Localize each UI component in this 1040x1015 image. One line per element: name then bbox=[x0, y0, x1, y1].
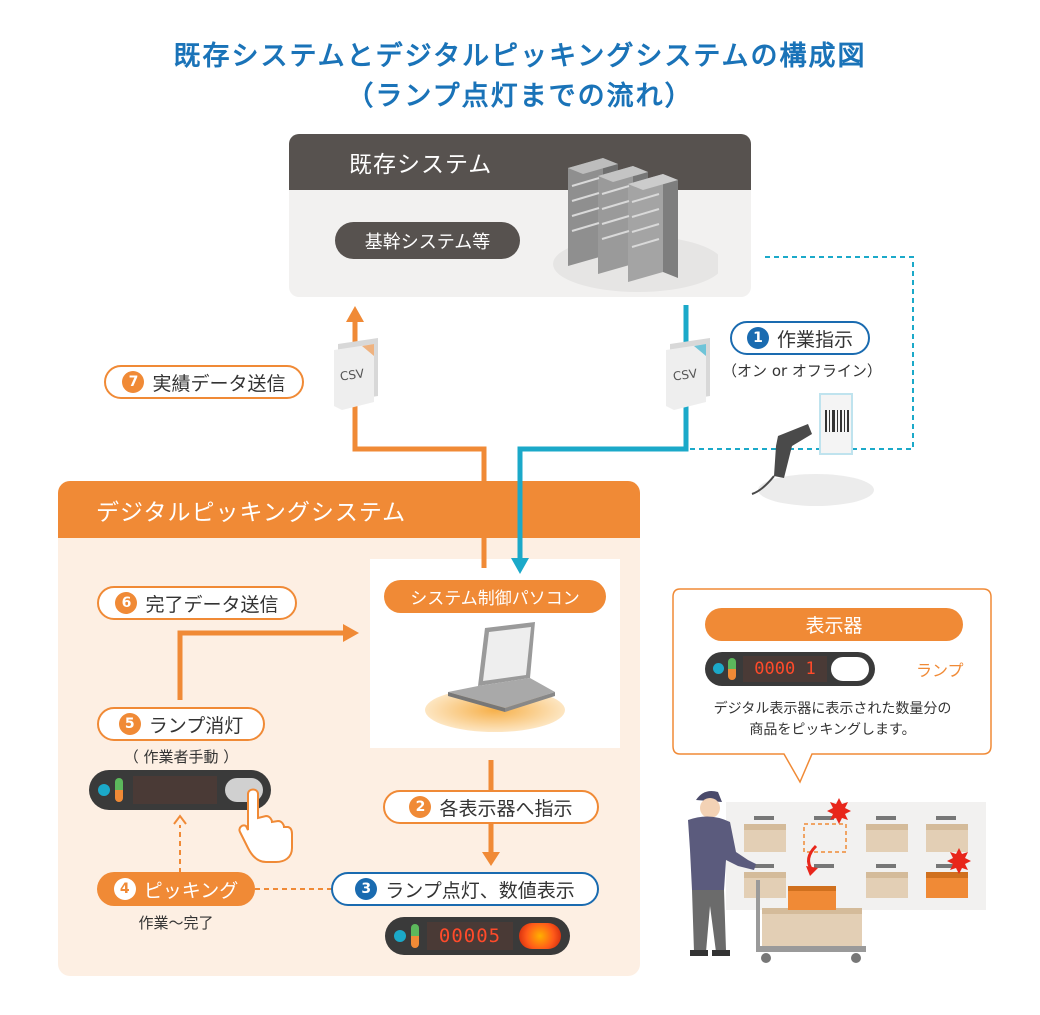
existing-system-header-label: 既存システム bbox=[349, 152, 493, 178]
lit-unit-indicator-icon bbox=[411, 924, 419, 948]
hand-pointer-icon bbox=[238, 788, 293, 863]
core-system-badge-label: 基幹システム等 bbox=[364, 231, 491, 253]
unlit-display-unit bbox=[89, 770, 271, 810]
cyan-instruction-line bbox=[517, 305, 689, 560]
step-1-pill: 1 作業指示 bbox=[730, 321, 870, 355]
dps-header-label: デジタルピッキングシステム bbox=[96, 499, 407, 526]
lit-unit-lamp-icon bbox=[519, 923, 561, 949]
step-3-number: 3 bbox=[355, 878, 378, 900]
lit-unit-digit-window: 00005 bbox=[427, 922, 513, 950]
step-4-pill: 4 ピッキング bbox=[97, 872, 255, 906]
sample-unit-blue-dot-icon bbox=[713, 663, 724, 674]
unit-blue-dot-icon bbox=[98, 784, 110, 796]
core-system-badge: 基幹システム等 bbox=[335, 222, 520, 259]
step-1-sub: （オン or オフライン） bbox=[722, 362, 882, 380]
picking-up-dashed-head bbox=[173, 814, 187, 825]
cyan-down-arrowhead bbox=[511, 558, 529, 574]
step-5-sub: （ 作業者手動 ） bbox=[123, 748, 239, 766]
sample-unit-lamp-icon bbox=[831, 657, 869, 681]
diagram-subtitle: （ランプ点灯までの流れ） bbox=[346, 81, 694, 112]
step-1-number: 1 bbox=[746, 327, 769, 349]
sample-display-unit: 0000 1 bbox=[705, 652, 875, 686]
control-pc-label: システム制御パソコン bbox=[410, 589, 580, 609]
lit-unit-digits: 00005 bbox=[438, 925, 502, 947]
server-rack-icon bbox=[553, 158, 718, 292]
sample-unit-indicator-icon bbox=[728, 658, 736, 680]
sample-unit-digit-window: 0000 1 bbox=[743, 656, 827, 682]
step-2-label: 各表示器へ指示 bbox=[439, 797, 573, 820]
step-3-pill: 3 ランプ点灯、数値表示 bbox=[331, 872, 599, 906]
step-4-number: 4 bbox=[113, 878, 136, 900]
lamp-label: ランプ bbox=[916, 661, 964, 680]
step-5-number: 5 bbox=[118, 713, 141, 735]
diagram-title: 既存システムとデジタルピッキングシステムの構成図 bbox=[173, 41, 867, 72]
lit-unit-blue-dot-icon bbox=[394, 930, 406, 942]
step-2-number: 2 bbox=[409, 796, 432, 818]
step-2-pill: 2 各表示器へ指示 bbox=[383, 790, 599, 824]
warehouse-picking-illustration bbox=[688, 791, 986, 963]
step-5-pill: 5 ランプ消灯 bbox=[97, 707, 265, 741]
complete-data-arrowhead bbox=[343, 624, 359, 642]
csv-document-icon-right bbox=[666, 338, 710, 410]
step-5-label: ランプ消灯 bbox=[148, 714, 244, 737]
dps-header: デジタルピッキングシステム bbox=[58, 481, 640, 538]
step-3-label: ランプ点灯、数値表示 bbox=[385, 879, 575, 902]
step-1-label: 作業指示 bbox=[776, 328, 853, 351]
unit-digit-window bbox=[133, 776, 217, 804]
step-6-label: 完了データ送信 bbox=[145, 593, 279, 616]
display-title-pill: 表示器 bbox=[705, 608, 963, 641]
unit-indicator-icon bbox=[115, 778, 123, 802]
pc-to-display-arrowhead bbox=[482, 852, 500, 866]
step-7-pill: 7 実績データ送信 bbox=[104, 365, 304, 399]
csv-document-icon-left bbox=[334, 338, 378, 410]
sample-unit-digits: 0000 1 bbox=[754, 659, 816, 679]
step-7-number: 7 bbox=[122, 371, 145, 393]
complete-data-line bbox=[177, 630, 345, 700]
step-4-sub: 作業〜完了 bbox=[138, 914, 214, 932]
display-caption-line1: デジタル表示器に表示された数量分の bbox=[713, 701, 952, 717]
step-7-label: 実績データ送信 bbox=[152, 372, 286, 395]
control-pc-label-pill: システム制御パソコン bbox=[384, 580, 606, 613]
step-6-pill: 6 完了データ送信 bbox=[97, 586, 297, 620]
laptop-icon bbox=[425, 622, 565, 732]
step-6-number: 6 bbox=[115, 592, 138, 614]
orange-up-arrowhead bbox=[346, 306, 364, 322]
lit-display-unit: 00005 bbox=[385, 917, 570, 955]
display-caption-line2: 商品をピッキングします。 bbox=[749, 722, 916, 738]
step-4-label: ピッキング bbox=[143, 879, 239, 902]
display-title: 表示器 bbox=[805, 615, 863, 637]
offline-dashed-line bbox=[690, 256, 914, 450]
barcode-scanner-icon bbox=[751, 393, 874, 506]
